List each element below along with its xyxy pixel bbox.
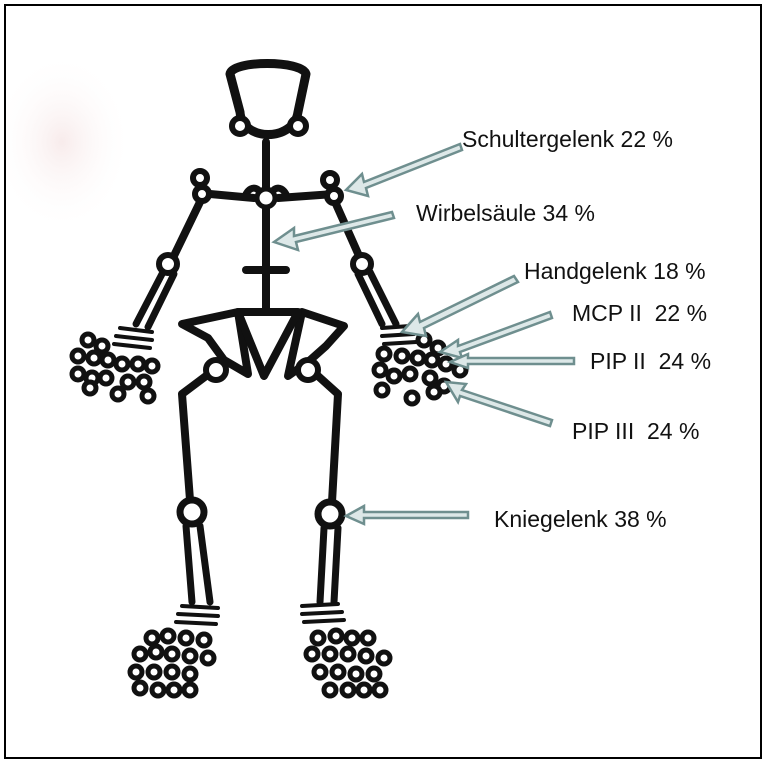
foot-left-joints (130, 630, 214, 696)
wrist-left (114, 328, 152, 348)
shoulder-top-right (323, 173, 337, 187)
knee-right (318, 502, 342, 526)
ankle-left (176, 606, 218, 624)
shin-left (186, 526, 210, 602)
label-handgelenk: Handgelenk 18 % (524, 260, 706, 283)
jaw-joint-right (290, 118, 306, 134)
shoulder-top-left (193, 171, 207, 185)
ankle-right (302, 604, 344, 622)
arrow-pip3 (446, 382, 552, 426)
femur-left (182, 376, 206, 500)
arrow-handgelenk (402, 276, 518, 336)
arrow-mcp2 (440, 312, 552, 358)
arrow-schultergelenk (346, 144, 462, 196)
label-pip2: PIP II 24 % (590, 350, 711, 373)
arrow-pip2 (450, 354, 574, 368)
skeleton-diagram (6, 6, 764, 761)
clavicle-left (210, 194, 254, 198)
jaw-joint-left (232, 118, 248, 134)
forearm-left (136, 274, 174, 327)
label-mcp2: MCP II 22 % (572, 302, 707, 325)
knee-left (180, 500, 204, 524)
foot-right-joints (306, 630, 390, 696)
arrow-wirbelsaeule (274, 212, 394, 250)
label-schultergelenk: Schultergelenk 22 % (462, 128, 673, 151)
label-kniegelenk: Kniegelenk 38 % (494, 508, 667, 531)
shin-right (320, 528, 338, 602)
elbow-left (159, 255, 177, 273)
arrow-kniegelenk (346, 506, 468, 524)
neck-joint (257, 189, 275, 207)
forearm-right (358, 272, 396, 324)
figure-frame: Schultergelenk 22 % Wirbelsäule 34 % Han… (4, 4, 762, 759)
femur-right (318, 376, 338, 502)
label-pip3: PIP III 24 % (572, 420, 699, 443)
label-wirbelsaeule: Wirbelsäule 34 % (416, 202, 595, 225)
paper-smudge (6, 52, 132, 232)
